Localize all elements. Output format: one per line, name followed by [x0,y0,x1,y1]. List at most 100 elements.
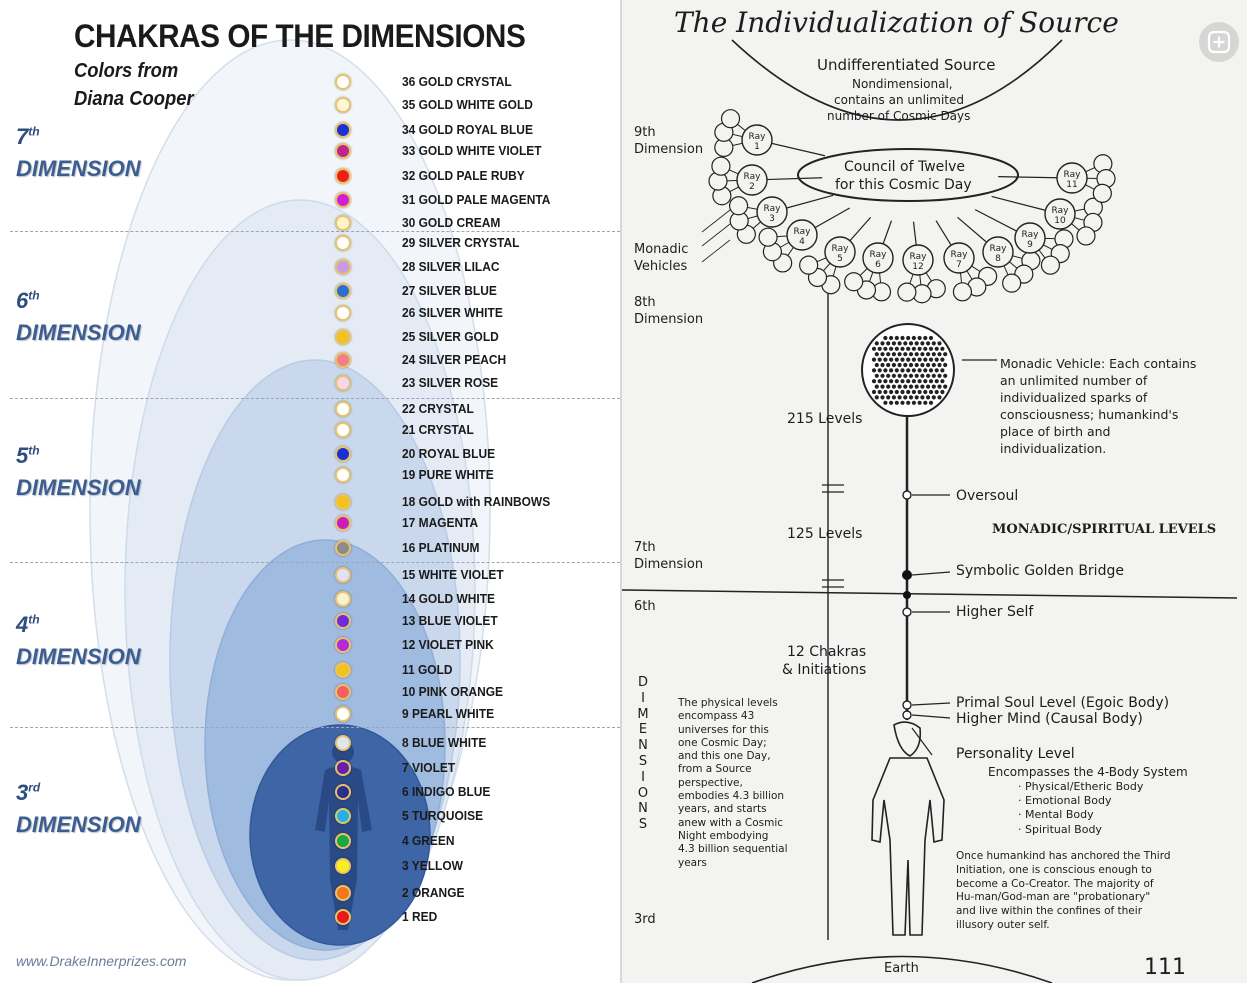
spark-dot [895,358,899,362]
chakra-dot [335,706,351,722]
body-item: · Physical/Etheric Body [1018,780,1143,794]
spark-dot [923,401,927,405]
spark-dot [906,379,910,383]
spark-dot [932,363,936,367]
spark-dot [929,379,933,383]
spark-dot [883,390,887,394]
spark-dot [912,379,916,383]
chakra-dot [335,446,351,462]
dim3-label: 3rd [634,912,656,927]
spark-dot [883,358,887,362]
spark-dot [878,379,882,383]
ray-word: Ray [1022,230,1040,240]
chakra-label: 19 PURE WHITE [402,467,494,482]
ray-word: Ray [910,252,928,262]
chakra-label: 3 YELLOW [402,858,463,873]
chakra-label: 33 GOLD WHITE VIOLET [402,143,542,158]
spark-dot [892,352,896,356]
monadic-vehicle [845,273,863,291]
vertical-letter: S [636,817,650,833]
spark-dot [909,352,913,356]
chakra-dot [335,760,351,776]
spark-dot [895,336,899,340]
spark-dot [932,385,936,389]
spark-dot [940,368,944,372]
spark-dot [906,347,910,351]
dim9-line2: Dimension [634,142,703,157]
physical-levels-text: The physical levels encompass 43 univers… [678,697,788,870]
vertical-letter: N [636,801,650,817]
chakra-dot [335,858,351,874]
vertical-letter: I [636,691,650,707]
spark-dot [898,395,902,399]
spark-dot [872,368,876,372]
spark-dot [886,374,890,378]
chakra-dot [335,613,351,629]
spark-dot [880,385,884,389]
spark-dot [900,336,904,340]
monadic-vehicle [1093,184,1111,202]
spark-dot [878,358,882,362]
chakra-label: 27 SILVER BLUE [402,283,497,298]
dim-3-label: DIMENSION [16,812,141,838]
third-init-line: Once humankind has anchored the Third [956,850,1171,864]
chakra-dot [335,375,351,391]
spark-dot [912,358,916,362]
ray-word: Ray [794,227,812,237]
spark-dot [898,385,902,389]
ray-number: 9 [1027,240,1033,250]
spark-dot [932,374,936,378]
spark-dot [892,395,896,399]
chakra-dot [335,540,351,556]
right-title: The Individualization of Source [674,6,1119,39]
footer-url: www.DrakeInnerprizes.com [16,953,186,969]
monadic-vehicles-2: Vehicles [634,259,687,274]
spark-dot [883,401,887,405]
spark-dot [937,363,941,367]
spark-dot [898,363,902,367]
spark-dot [892,341,896,345]
dim6-label: 6th [634,599,656,614]
spark-dot [878,390,882,394]
spark-dot [923,379,927,383]
figure-head [894,722,920,756]
ray-number: 11 [1066,180,1077,190]
ray-number: 8 [995,254,1001,264]
subtitle-line2: Diana Cooper [74,88,194,111]
chakras-init-1: 12 Chakras [787,644,866,660]
third-init-line: become a Co-Creator. The majority of [956,878,1171,892]
body-item: · Mental Body [1018,808,1143,822]
chakra-dot [335,833,351,849]
chakra-dot [335,401,351,417]
spark-dot [926,352,930,356]
monadic-vehicle [1041,256,1059,274]
spark-dot [912,347,916,351]
third-init-line: illusory outer self. [956,919,1171,933]
expand-button[interactable] [1199,22,1239,62]
divider-6-5 [10,398,620,399]
spark-dot [929,347,933,351]
spark-dot [923,336,927,340]
dim-6-label: DIMENSION [16,320,141,346]
spark-dot [943,352,947,356]
dim8-line1: 8th [634,295,656,310]
monadic-vehicle [759,228,777,246]
chakra-dot [335,143,351,159]
dim8-line2: Dimension [634,312,703,327]
body-item: · Spiritual Body [1018,823,1143,837]
source-desc-3: number of Cosmic Days [827,109,970,123]
spark-dot [923,390,927,394]
dim9-line1: 9th [634,125,656,140]
spark-dot [875,363,879,367]
spark-dot [926,363,930,367]
earth-label: Earth [884,961,919,976]
spark-dot [935,358,939,362]
dim-5-ordinal: 5th [16,443,40,469]
physical-line: perspective, [678,777,788,790]
spark-dot [929,336,933,340]
spark-dot [909,395,913,399]
ray-word: Ray [1064,170,1082,180]
vertical-letter: E [636,722,650,738]
spark-dot [892,374,896,378]
ray-word: Ray [832,244,850,254]
